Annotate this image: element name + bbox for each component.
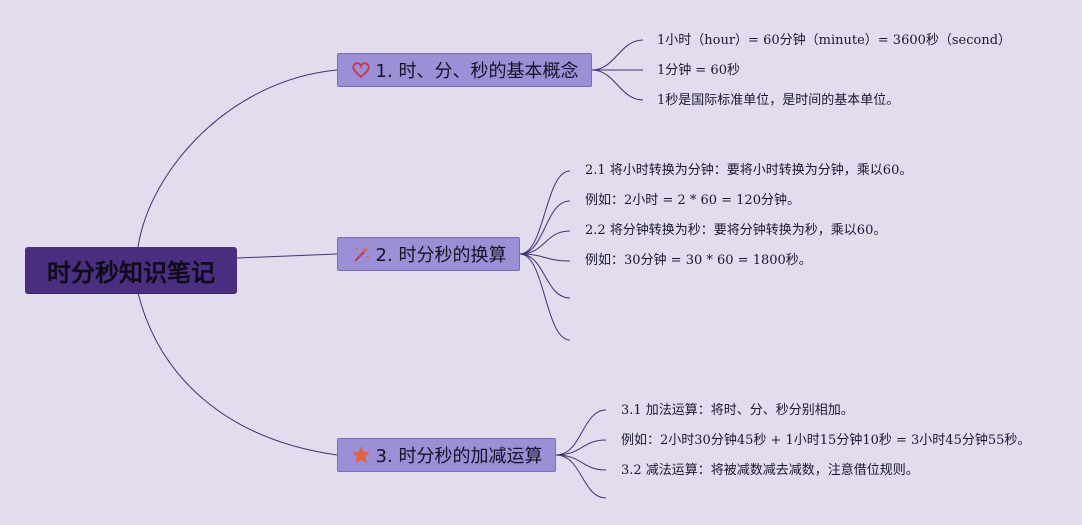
root-title: 时分秒知识笔记 — [47, 258, 215, 287]
topic-label: 1. 时、分、秒的基本概念 — [375, 61, 579, 82]
leaf-item[interactable]: 例如：2小时30分钟45秒 + 1小时15分钟10秒 = 3小时45分钟55秒。 — [621, 433, 1031, 448]
star-icon — [351, 445, 371, 465]
magic-wand-icon — [351, 244, 371, 264]
connector-root-topic-2 — [236, 253, 338, 259]
leaf-item[interactable]: 1秒是国际标准单位，是时间的基本单位。 — [657, 93, 900, 108]
connector-topic3-leaf4 — [555, 454, 607, 499]
topic-label: 2. 时分秒的换算 — [375, 245, 507, 266]
connector-root-topic-1 — [137, 69, 338, 248]
topic-label: 3. 时分秒的加减运算 — [375, 446, 543, 467]
leaf-item[interactable]: 3.1 加法运算：将时、分、秒分别相加。 — [621, 403, 854, 418]
connector-topic2-leaf2 — [519, 200, 571, 255]
connector-root-topic-3 — [137, 292, 338, 456]
leaf-item[interactable]: 1分钟 = 60秒 — [657, 63, 740, 78]
topic-node-basic-concepts[interactable]: 1. 时、分、秒的基本概念 — [337, 53, 592, 87]
leaf-item[interactable]: 2.2 将分钟转换为秒：要将分钟转换为秒，乘以60。 — [585, 223, 887, 238]
leaf-item[interactable]: 1小时（hour）= 60分钟（minute）= 3600秒（second） — [657, 33, 1012, 48]
heart-icon — [351, 60, 371, 80]
leaf-item[interactable]: 3.2 减法运算：将被减数减去减数，注意借位规则。 — [621, 463, 919, 478]
connector-topic2-leaf1 — [519, 170, 571, 255]
leaf-item[interactable]: 2.1 将小时转换为分钟：要将小时转换为分钟，乘以60。 — [585, 163, 913, 178]
topic-node-conversion[interactable]: 2. 时分秒的换算 — [337, 237, 520, 271]
topic-node-add-subtract[interactable]: 3. 时分秒的加减运算 — [337, 438, 556, 472]
connector-topic2-leaf4 — [519, 253, 571, 262]
connector-topic1-leaf1 — [591, 39, 644, 71]
connector-topic2-leaf6 — [519, 253, 571, 341]
root-node[interactable]: 时分秒知识笔记 — [25, 247, 237, 293]
connector-topic2-leaf3 — [519, 230, 571, 255]
connector-topic2-leaf5 — [519, 253, 571, 299]
connector-topic1-leaf3 — [591, 69, 644, 101]
connector-topic3-leaf3 — [555, 454, 607, 471]
leaf-item[interactable]: 例如：30分钟 = 30 * 60 = 1800秒。 — [585, 253, 812, 268]
connector-topic3-leaf2 — [555, 439, 607, 456]
leaf-item[interactable]: 例如：2小时 = 2 * 60 = 120分钟。 — [585, 193, 800, 208]
connector-topic3-leaf1 — [555, 409, 607, 456]
